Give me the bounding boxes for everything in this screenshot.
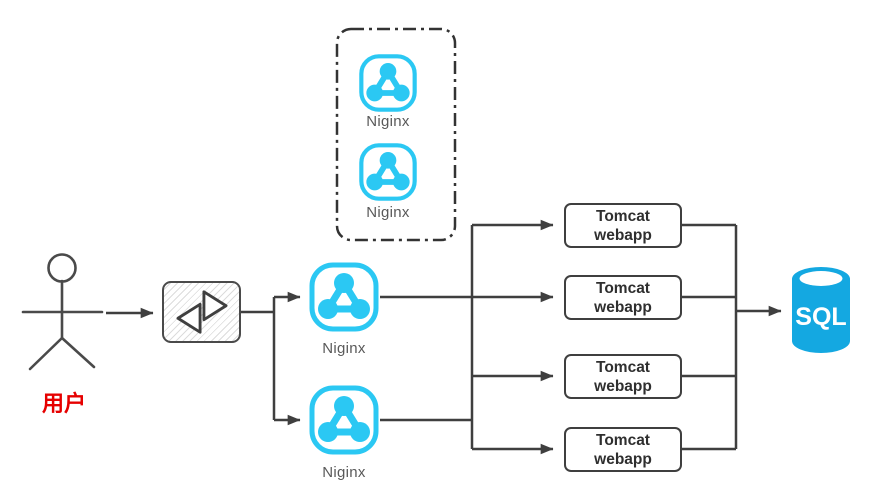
tomcat-label: webapp [594,377,652,395]
nginx-label: Niginx [366,204,410,221]
nginx-icon [359,54,417,112]
flow-lines [106,219,782,455]
standby-group-box [335,27,457,242]
tomcat-label: webapp [594,226,652,244]
tomcat-label: Tomcat [596,431,650,449]
nginx-node-1 [308,261,380,338]
tomcat-label: webapp [594,298,652,316]
user-figure [21,253,104,371]
tomcat-label: webapp [594,450,652,468]
nginx-icon [309,385,379,455]
tomcat-node-4: Tomcat webapp [564,427,682,472]
load-balancer-node [162,281,241,343]
nginx-icon [359,143,417,201]
nginx-node-standby-2 [358,142,418,207]
user-label: 用户 [41,391,86,416]
nginx-label: Niginx [366,113,410,130]
tomcat-label: Tomcat [596,279,650,297]
sql-label: SQL [795,303,846,331]
nginx-node-2 [308,384,380,461]
tomcat-node-2: Tomcat webapp [564,275,682,320]
sql-database-icon: SQL [792,267,850,353]
nginx-node-standby-1 [358,53,418,118]
nginx-label: Niginx [322,340,366,357]
nginx-label: Niginx [322,464,366,481]
nginx-icon [309,262,379,332]
tomcat-node-3: Tomcat webapp [564,354,682,399]
tomcat-node-1: Tomcat webapp [564,203,682,248]
tomcat-label: Tomcat [596,207,650,225]
sql-database-node: SQL [788,265,854,362]
tomcat-label: Tomcat [596,358,650,376]
swap-arrows-icon [176,290,227,334]
